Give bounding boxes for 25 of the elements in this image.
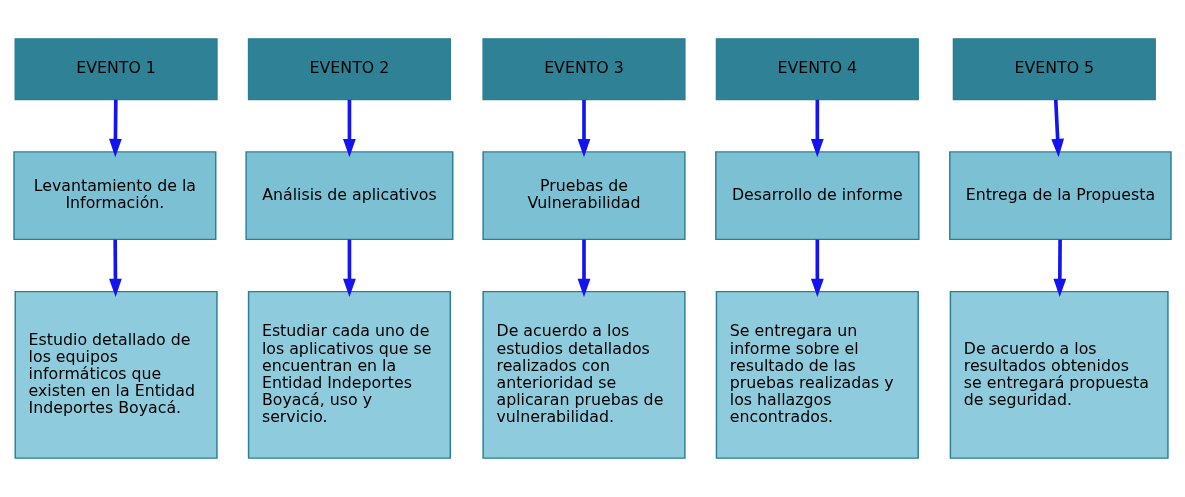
node-box: Estudiar cada uno de los aplicativos que se encuentran en la Entidad Indeportes Boyacá, uso y servicio. (247, 290, 452, 459)
node-box: EVENTO 5 (952, 38, 1156, 101)
node-box: Levantamiento de la Información. (13, 151, 217, 241)
arrow (577, 99, 591, 158)
node-box: De acuerdo a los resultados obtenidos se entregará propuesta de seguridad. (949, 290, 1169, 459)
arrow (810, 239, 824, 297)
arrow (109, 239, 122, 297)
arrow (577, 239, 591, 297)
arrow (1053, 239, 1067, 297)
arrow (1051, 99, 1065, 158)
node-box: Entrega de la Propuesta (949, 151, 1172, 241)
node-box: Análisis de aplicativos (245, 151, 454, 241)
node-box: EVENTO 3 (482, 38, 686, 101)
node-box: Se entregara un informe sobre el resultado de las pruebas realizadas y los hallazgos encontrados. (715, 290, 919, 459)
node-box: EVENTO 1 (14, 38, 218, 101)
node-box: EVENTO 2 (247, 38, 452, 101)
node-box: EVENTO 4 (715, 38, 919, 101)
node-box: Pruebas de Vulnerabilidad (482, 151, 686, 241)
arrow (343, 99, 356, 158)
node-box: De acuerdo a los estudios detallados realizados con anterioridad se aplicaran pruebas de vulnerabilidad. (482, 290, 686, 459)
arrow (810, 99, 824, 158)
arrow (109, 99, 122, 158)
node-box: Estudio detallado de los equipos informáticos que existen en la Entidad Indeportes Boyacá. (14, 290, 218, 459)
node-box: Desarrollo de informe (715, 151, 920, 241)
arrow (343, 239, 356, 297)
